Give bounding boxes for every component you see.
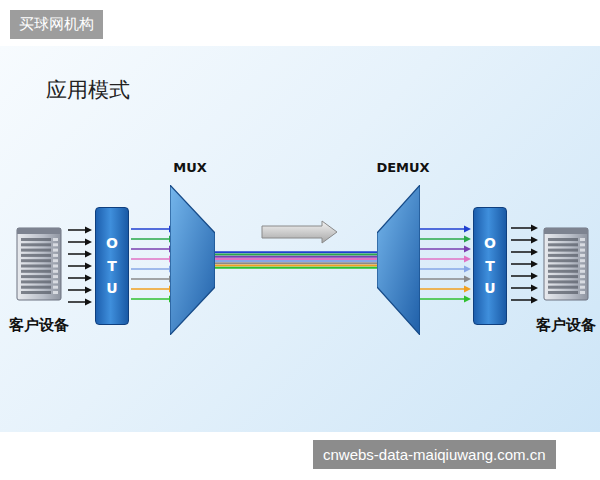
watermark: cnwebs-data-maiqiuwang.com.cn [313, 440, 556, 469]
mux-outline [170, 185, 215, 335]
mux-label: DEMUX [372, 160, 434, 175]
server-rack [14, 226, 64, 302]
device-label: 客户设备 [532, 316, 600, 335]
server-rack [541, 226, 591, 302]
otu-label: OTU [483, 232, 497, 299]
device-label: 客户设备 [5, 316, 73, 335]
direction-arrow [262, 221, 337, 243]
signal-connector [213, 252, 379, 267]
background-panel [0, 46, 600, 432]
signal-connector [511, 225, 538, 304]
mux-shape: MUX [163, 160, 217, 338]
mux-label: MUX [163, 160, 217, 175]
client-device: 客户设备 [5, 226, 73, 342]
mux-outline [377, 185, 420, 335]
client-device: 客户设备 [532, 226, 600, 342]
otu-box: OTU [473, 207, 507, 325]
signal-connector [68, 227, 92, 306]
watermark: 买球网机构 [10, 10, 103, 39]
diagram-title: 应用模式 [46, 76, 130, 104]
otu-box: OTU [95, 207, 129, 325]
otu-label: OTU [105, 232, 119, 299]
mux-shape: DEMUX [372, 160, 434, 338]
